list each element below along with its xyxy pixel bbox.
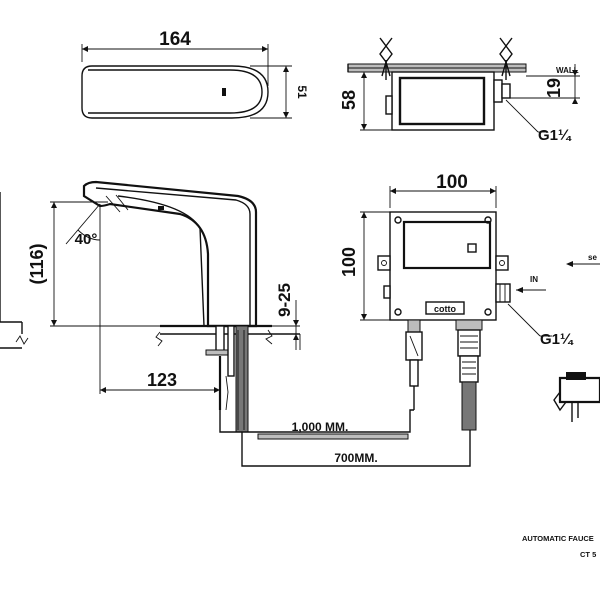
box-height-dim: 58 xyxy=(339,90,359,110)
box-front-view: cotto IN G1¼ se 100 100 xyxy=(339,172,600,431)
model-text: CT 5 xyxy=(580,550,596,559)
hose-length: 700MM. xyxy=(334,451,377,465)
deck-dim: 9-25 xyxy=(275,283,294,317)
adapter-part xyxy=(553,372,600,422)
box-width-dim: 100 xyxy=(436,172,468,193)
wall-dim: 19 xyxy=(544,78,564,98)
side-view: (116) 40° 123 9-25 xyxy=(27,180,301,433)
cable-length: 1,000 MM. xyxy=(292,420,349,434)
brand-logo: cotto xyxy=(434,304,456,314)
front-thread-label: G1¼ xyxy=(540,331,574,348)
title-block: AUTOMATIC FAUCE CT 5 xyxy=(522,534,596,559)
left-edge-fragment xyxy=(0,192,29,349)
inlet-label: IN xyxy=(530,275,538,284)
top-view-outline xyxy=(81,65,269,119)
angle-dim: 40° xyxy=(75,231,98,248)
box-height-front-dim: 100 xyxy=(339,247,359,277)
side-thread-label: G1¼ xyxy=(538,127,572,144)
top-width-dim: 164 xyxy=(159,29,191,50)
top-view: 164 51 xyxy=(81,29,309,119)
faucet-body xyxy=(82,180,258,328)
wall-label: WALL xyxy=(556,66,579,75)
side-height-dim: (116) xyxy=(27,243,47,284)
cables: 1,000 MM. 700MM. xyxy=(219,409,471,467)
box-side-view: WALL 19 58 G1¼ xyxy=(339,37,580,144)
spout-dim: 123 xyxy=(147,370,177,390)
top-height-dim: 51 xyxy=(295,85,309,99)
title-text: AUTOMATIC FAUCE xyxy=(522,534,594,543)
sensor-label: se xyxy=(588,253,597,262)
